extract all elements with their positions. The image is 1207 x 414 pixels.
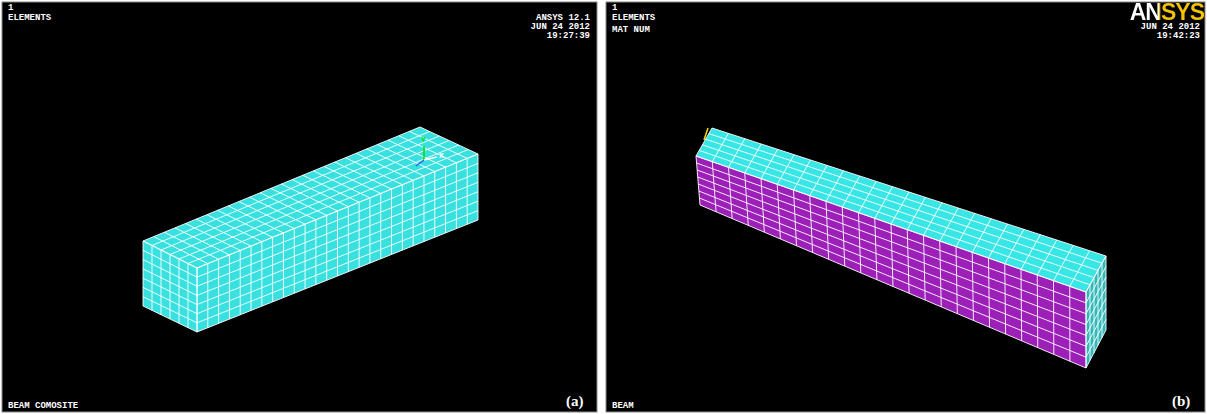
- mesh-line: [699, 198, 1086, 357]
- mesh-line: [197, 220, 478, 332]
- mesh-line: [197, 163, 478, 277]
- window-number: 1: [8, 3, 13, 13]
- axis-letter: X: [439, 152, 444, 160]
- plot-title: BEAM: [612, 401, 634, 411]
- mesh-line: [697, 163, 1086, 303]
- time-stamp: 19:42:23: [1157, 31, 1200, 41]
- mesh-line: [712, 128, 1106, 256]
- mesh-line: [697, 170, 1086, 314]
- mesh-lines: [696, 128, 1106, 292]
- mesh-line: [1086, 330, 1106, 368]
- window-number: 1: [612, 3, 617, 13]
- mesh-line: [188, 150, 468, 264]
- mesh-line: [1086, 256, 1106, 292]
- mesh-line: [197, 154, 478, 268]
- mesh-lines: [143, 127, 478, 268]
- end-face: [1086, 256, 1106, 368]
- mesh-lines: [696, 156, 1086, 368]
- mesh-line: [698, 184, 1086, 335]
- mesh-lines: [197, 154, 478, 332]
- date-stamp: JUN 24 2012: [531, 22, 590, 32]
- side-face: [696, 156, 1086, 368]
- mesh-line: [197, 173, 478, 286]
- panel-tag: (b): [1172, 393, 1190, 409]
- date-stamp: JUN 24 2012: [1141, 22, 1200, 32]
- mesh-line: [696, 156, 1086, 292]
- viewport-panel: [606, 2, 1205, 412]
- axis-triad: [416, 146, 437, 166]
- beam-mesh: [696, 128, 1106, 368]
- axis-letter: Y: [421, 136, 426, 144]
- mesh-line: [1086, 288, 1106, 325]
- mesh-lines: [1086, 256, 1106, 368]
- mesh-line: [197, 182, 478, 295]
- mesh-line: [179, 145, 459, 259]
- mesh-line: [700, 205, 1086, 368]
- axis-line: [424, 157, 437, 160]
- mesh-line: [702, 145, 1094, 278]
- mesh-line: [197, 201, 478, 314]
- plot-type: ELEMENTS: [8, 13, 51, 23]
- plot-type: ELEMENTS: [612, 13, 655, 23]
- software-logo: ANSYS: [1130, 0, 1204, 24]
- mesh-line: [152, 132, 430, 246]
- mesh-line: [1086, 309, 1106, 346]
- axis-line: [416, 160, 424, 166]
- time-stamp: 19:27:39: [547, 31, 590, 41]
- mesh-line: [170, 141, 449, 255]
- mesh-line: [143, 127, 420, 241]
- mesh-line: [1086, 319, 1106, 357]
- version-stamp: ANSYS 12.1: [536, 13, 590, 23]
- mesh-line: [699, 150, 1090, 284]
- beam-mesh: [143, 127, 478, 332]
- panel-tag: (a): [566, 393, 584, 409]
- plot-title: BEAM COMOSITE: [8, 401, 78, 411]
- mesh-line: [698, 177, 1086, 325]
- mesh-lines: [143, 241, 197, 332]
- mesh-line: [143, 306, 197, 332]
- mesh-line: [197, 192, 478, 305]
- display-mode: MAT NUM: [612, 25, 650, 35]
- mesh-line: [706, 139, 1098, 270]
- mesh-line: [1086, 298, 1106, 335]
- mesh-line: [197, 211, 478, 323]
- mesh-line: [709, 134, 1102, 264]
- mesh-line: [699, 191, 1086, 346]
- axis-line: [423, 146, 425, 160]
- viewport-panel: [2, 2, 597, 412]
- mesh-line: [1086, 267, 1106, 303]
- mesh-line: [1086, 277, 1106, 314]
- mesh-line: [696, 156, 1086, 292]
